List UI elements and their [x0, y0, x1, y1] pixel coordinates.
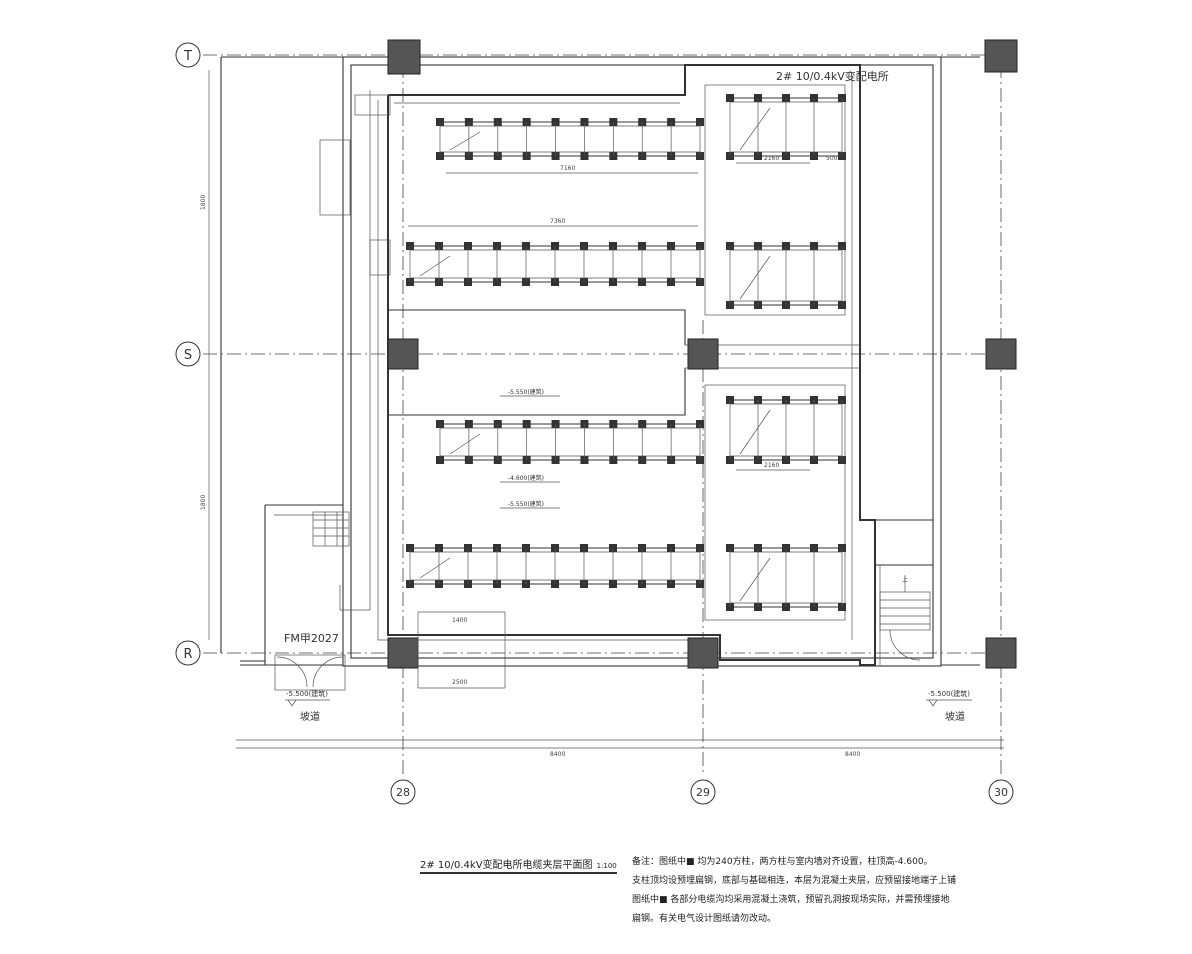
- dim-left-a: 1800: [200, 195, 207, 210]
- elevation-trench-mid2: -5.550(建筑): [508, 500, 544, 508]
- elevation-trench-mid1: -4.600(建筑): [508, 474, 544, 482]
- note-line: 扁钢。有关电气设计图纸请勿改动。: [632, 914, 777, 924]
- note-line: 支柱顶均设预埋扁钢，底部与基础相连，本层为混凝土夹层，应预留接地端子上铺: [632, 876, 957, 886]
- dimension-lines: 8400 8400 7160 7360 2160 2160 500 2500 1…: [200, 70, 1004, 758]
- axis-bubble-28: [390, 779, 416, 805]
- drawing-scale: 1:100: [596, 862, 617, 870]
- door-label: FM甲2027: [284, 632, 339, 645]
- column-R30: [985, 637, 1017, 669]
- axis-label-30: 30: [994, 786, 1008, 799]
- column-T28: [387, 39, 421, 75]
- axis-label-R: R: [183, 647, 192, 662]
- walls: [220, 56, 980, 667]
- column-R28: [387, 637, 419, 669]
- room-label: 2# 10/0.4kV变配电所: [776, 69, 889, 83]
- drawing-title-text: 2# 10/0.4kV变配电所电缆夹层平面图: [420, 860, 593, 871]
- note-line: 备注：图纸中■ 均为240方柱，两方柱与室内墙对齐设置，柱顶高-4.600。: [632, 857, 933, 867]
- axis-bubble-S: [175, 341, 201, 367]
- axis-bubble-R: [175, 640, 201, 666]
- trench-outline: [319, 64, 876, 666]
- elevation-markers: -5.500(建筑) 坡道 -5.500(建筑) 坡道 -5.550(建筑) -…: [285, 388, 972, 723]
- column-S28: [387, 338, 419, 370]
- ramp-label-left: 坡道: [300, 710, 320, 723]
- axis-bubble-29: [690, 779, 716, 805]
- stair-up-label: 上: [902, 576, 908, 584]
- stair-right: 上: [879, 575, 931, 661]
- axis-bubbles: T S R 28 29 30: [175, 42, 1014, 805]
- column-R29: [687, 637, 719, 669]
- column-S30: [985, 338, 1017, 370]
- dim-left-b: 1800: [200, 495, 207, 510]
- axis-label-28: 28: [396, 786, 410, 799]
- axis-bubble-T: [175, 42, 201, 68]
- axis-bubble-30: [988, 779, 1014, 805]
- entry-door: FM甲2027: [274, 632, 346, 691]
- dim-bottom-b: 1400: [452, 617, 467, 624]
- elevation-right: -5.500(建筑): [928, 689, 970, 698]
- dim-trench-a: 7160: [560, 165, 575, 172]
- elevation-left: -5.500(建筑): [286, 689, 328, 698]
- ramp-label-right: 坡道: [945, 710, 965, 723]
- structural-columns: [387, 39, 1018, 669]
- elevation-trench-top: -5.550(建筑): [508, 388, 544, 396]
- axis-label-29: 29: [696, 786, 710, 799]
- dim-trench-b: 7360: [550, 218, 565, 225]
- column-S29: [687, 338, 719, 370]
- dim-small-b: 500: [826, 155, 838, 162]
- dim-bay-2: 8400: [845, 751, 860, 758]
- axis-label-T: T: [183, 49, 192, 64]
- dim-bay-1: 8400: [550, 751, 565, 758]
- stair-left: [312, 511, 350, 547]
- note-line: 图纸中■ 各部分电缆沟均采用混凝土浇筑，预留孔洞按现场实际，并需预埋接地: [632, 895, 950, 905]
- axis-label-S: S: [184, 348, 192, 363]
- dim-bottom-a: 2500: [452, 679, 467, 686]
- column-T30: [984, 39, 1018, 73]
- dim-small-a: 2160: [764, 155, 779, 162]
- drawing-notes: 备注：图纸中■ 均为240方柱，两方柱与室内墙对齐设置，柱顶高-4.600。 支…: [632, 853, 1012, 929]
- cable-trenches: [406, 94, 846, 611]
- dim-small-c: 2160: [764, 462, 779, 469]
